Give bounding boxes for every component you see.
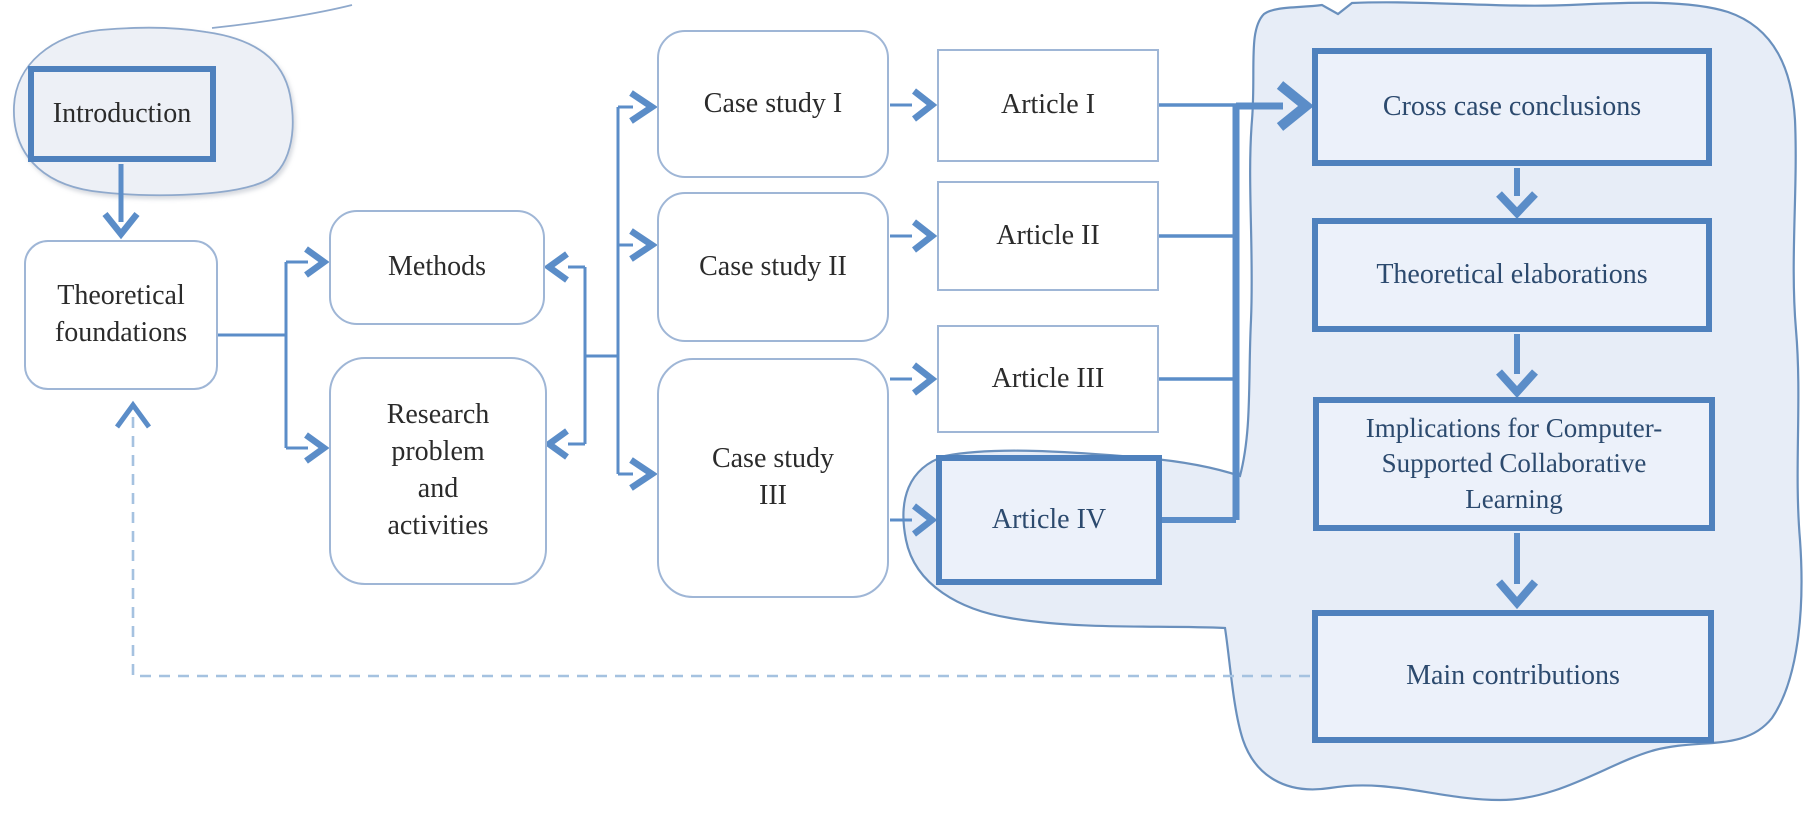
- node-article-4: Article IV: [936, 455, 1162, 585]
- node-cross-case-conclusions: Cross case conclusions: [1312, 48, 1712, 166]
- node-research-problem: Research problem and activities: [329, 357, 547, 585]
- node-theoretical-foundations: Theoretical foundations: [24, 240, 218, 390]
- arrow-elaborations-to-implications: [1496, 334, 1538, 398]
- arrow-implications-to-contributions: [1495, 533, 1539, 610]
- node-case-study-2: Case study II: [657, 192, 889, 342]
- arrow-branch-to-casestudies: [616, 90, 658, 491]
- arrow-cs3-to-article3: [890, 362, 938, 396]
- node-implications: Implications for Computer-Supported Coll…: [1313, 397, 1715, 531]
- arrow-intro-to-theoretical: [102, 164, 140, 240]
- node-introduction: Introduction: [28, 66, 216, 162]
- node-article-2: Article II: [937, 181, 1159, 291]
- arrow-theoretical-to-branch: [218, 246, 330, 464]
- arrow-cs1-to-article1: [890, 88, 938, 122]
- arrow-articles-to-crosscase: [1159, 81, 1314, 523]
- node-article-3: Article III: [937, 325, 1159, 433]
- node-article-1: Article I: [937, 49, 1159, 162]
- node-case-study-3: Case study III: [657, 358, 889, 598]
- node-case-study-1: Case study I: [657, 30, 889, 178]
- arrow-contributions-feedback-dashed: [114, 400, 1310, 678]
- node-methods: Methods: [329, 210, 545, 325]
- node-theoretical-elaborations: Theoretical elaborations: [1312, 218, 1712, 332]
- arrow-cs3-to-article4: [890, 503, 938, 537]
- node-main-contributions: Main contributions: [1312, 610, 1714, 743]
- arrow-casestudies-to-methods-research: [543, 251, 618, 460]
- arrow-cs2-to-article2: [890, 219, 938, 253]
- arrow-crosscase-to-elaborations: [1496, 168, 1538, 219]
